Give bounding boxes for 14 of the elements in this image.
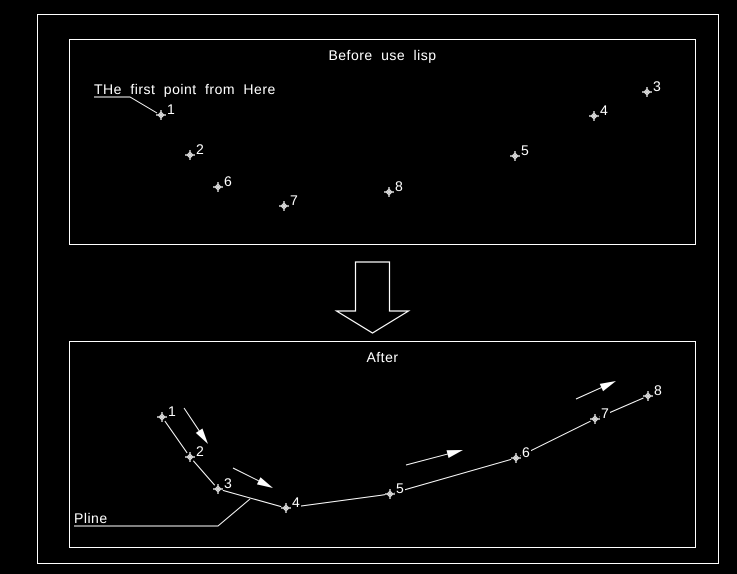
leader-text: Pline <box>74 510 108 526</box>
polyline-segment <box>520 420 592 456</box>
polyline-segment <box>599 398 644 418</box>
polyline-segment <box>222 490 282 508</box>
panel-title: After <box>365 349 400 365</box>
leader-line <box>74 498 250 526</box>
polyline-segment <box>192 460 216 486</box>
block-arrow <box>334 261 411 334</box>
polyline-segment <box>164 420 188 454</box>
panel-title: Before use lisp <box>327 47 438 63</box>
drawing-panel <box>69 341 696 548</box>
leader-line <box>94 96 158 114</box>
leader-text: THe first point from Here <box>94 81 276 97</box>
drawing-panel <box>69 39 696 245</box>
